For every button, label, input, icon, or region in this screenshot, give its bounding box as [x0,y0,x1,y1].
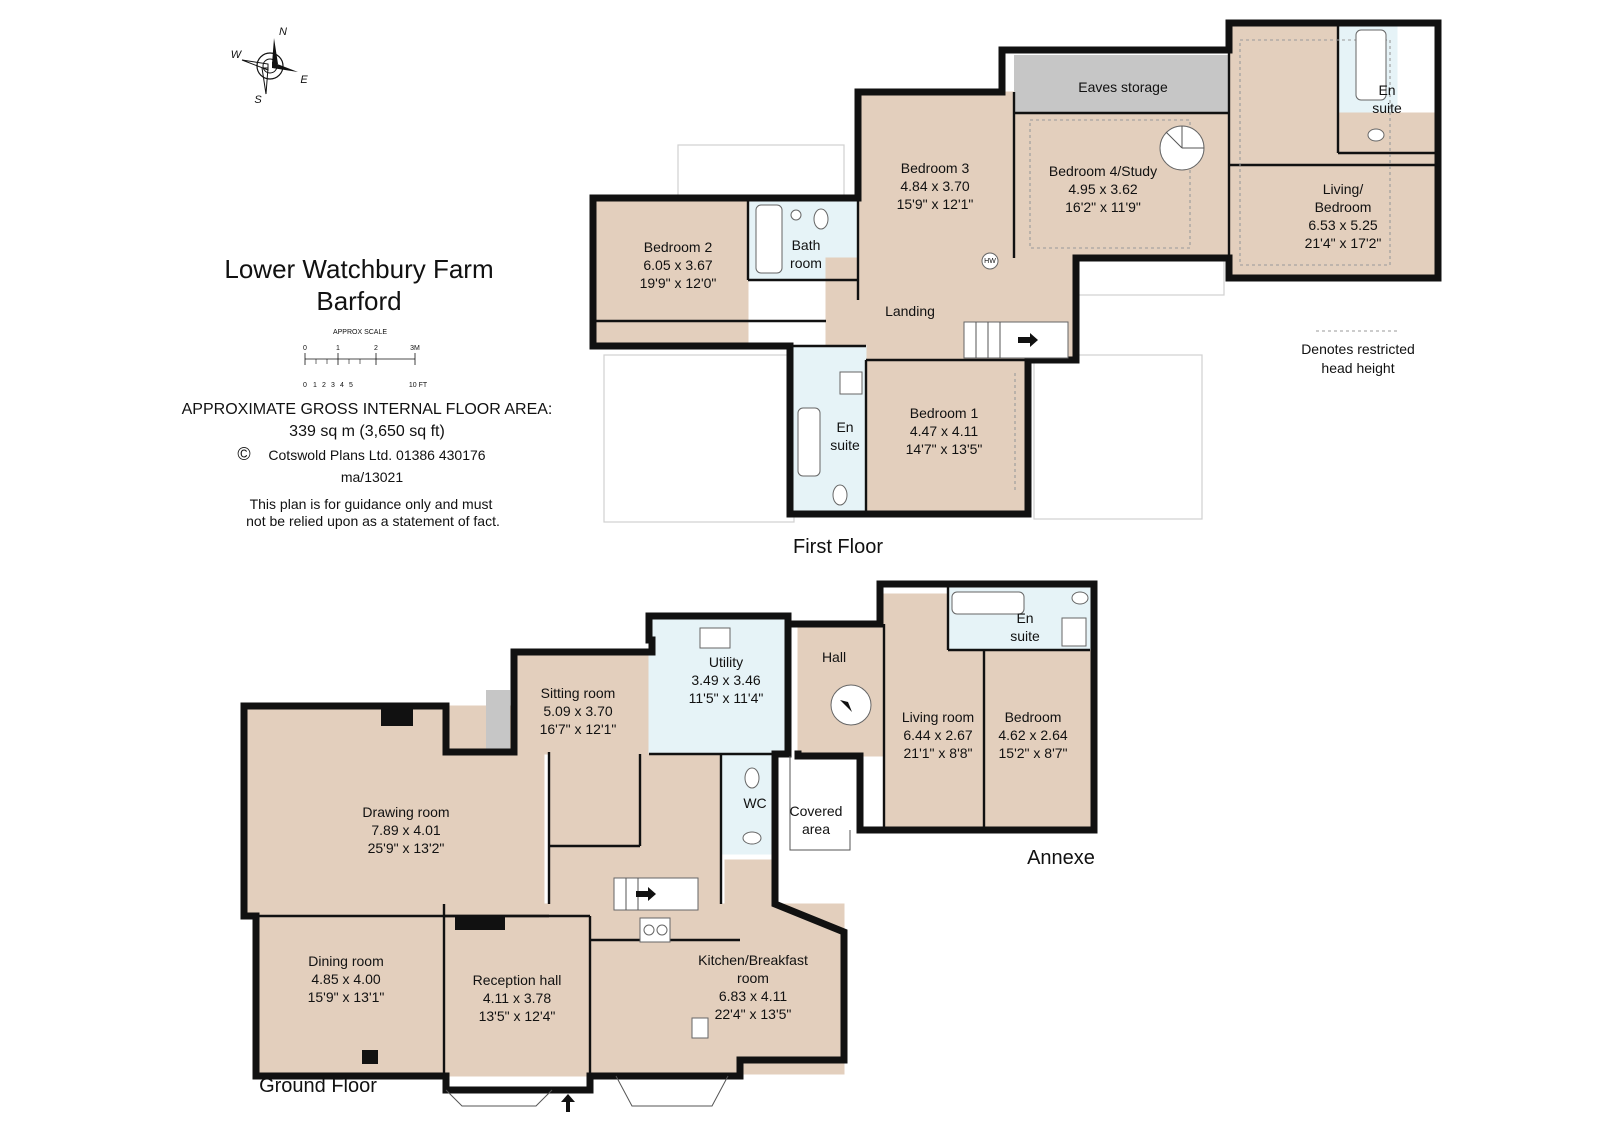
credit-text: Cotswold Plans Ltd. 01386 430176 [268,447,485,463]
bedroom3-metric: 4.84 x 3.70 [900,178,969,194]
bathroom-label-line2: room [790,255,822,271]
bedroom2-metric: 6.05 x 3.67 [643,257,712,273]
dining-room-metric: 4.85 x 4.00 [311,971,380,987]
living-bedroom-metric: 6.53 x 5.25 [1308,217,1377,233]
scale-ft-3: 3 [331,382,335,389]
dining-room-imperial: 15'9" x 13'1" [308,989,385,1005]
annexe-plan: Hall Covered area Living room 6.44 x 2.6… [784,580,1098,851]
ensuite1-line1: En [836,419,853,435]
ground-floor-plan: Sitting room 5.09 x 3.70 16'7" x 12'1" U… [240,612,848,1112]
bathroom-label-line1: Bath [792,237,821,253]
living-bedroom-imperial: 21'4" x 17'2" [1305,235,1382,251]
annexe-bedroom-metric: 4.62 x 2.64 [998,727,1067,743]
ensuite-top-line2: suite [1372,100,1402,116]
scale-ft-0: 0 [303,382,307,389]
annexe-title: Annexe [1027,847,1095,869]
annexe-hall-label: Hall [822,649,846,665]
area-value: 339 sq m (3,650 sq ft) [289,423,445,440]
scale-ft-10: 10 FT [409,382,428,389]
scale-m-1: 1 [336,345,340,352]
bedroom1-metric: 4.47 x 4.11 [910,423,978,439]
scale-label: APPROX SCALE [333,329,387,336]
annexe-ensuite-line2: suite [1010,628,1040,644]
annexe-bedroom-name: Bedroom [1005,709,1062,725]
sitting-room-name: Sitting room [541,685,616,701]
scale-m-3: 3M [410,345,420,352]
scale-bar: APPROX SCALE 0 1 2 3M 0 1 2 3 4 5 10 FT [303,329,428,389]
hot-water-label: HW [984,258,996,265]
covered-area-line2: area [802,821,830,837]
disclaimer-line1: This plan is for guidance only and must [250,496,493,512]
property-name: Lower Watchbury Farm [224,254,493,284]
wc-label: WC [743,795,766,811]
drawing-room-metric: 7.89 x 4.01 [371,822,440,838]
legend-line1: Denotes restricted [1301,341,1415,357]
scale-ft-4: 4 [340,382,344,389]
covered-area-line1: Covered [790,803,843,819]
compass-east: E [300,74,308,86]
drawing-room-imperial: 25'9" x 13'2" [368,840,445,856]
reception-hall-imperial: 13'5" x 12'4" [479,1008,556,1024]
scale-m-0: 0 [303,345,307,352]
annexe-living-metric: 6.44 x 2.67 [903,727,972,743]
compass-rose: N E S W [231,26,309,106]
bedroom3-imperial: 15'9" x 12'1" [897,196,974,212]
compass-west: W [231,49,243,61]
scale-ft-5: 5 [349,382,353,389]
reception-hall-metric: 4.11 x 3.78 [483,990,551,1006]
ensuite-top-line1: En [1378,82,1395,98]
bedroom4-imperial: 16'2" x 11'9" [1065,199,1141,215]
drawing-room-name: Drawing room [362,804,449,820]
landing-label: Landing [885,303,935,319]
reception-hall-name: Reception hall [473,972,562,988]
property-location: Barford [316,286,401,316]
kitchen-line1: Kitchen/Breakfast [698,952,808,968]
kitchen-line2: room [737,970,769,986]
scale-ft-2: 2 [322,382,326,389]
bedroom1-imperial: 14'7" x 13'5" [906,441,983,457]
annexe-living-imperial: 21'1" x 8'8" [904,745,973,761]
first-floor-plan: HW Eaves storage Bedroom 2 6.05 x 3.67 1… [589,19,1442,523]
sitting-room-imperial: 16'7" x 12'1" [540,721,617,737]
living-bedroom-line1: Living/ [1323,181,1364,197]
kitchen-metric: 6.83 x 4.11 [719,988,787,1004]
legend-line2: head height [1321,360,1394,376]
kitchen-imperial: 22'4" x 13'5" [715,1006,792,1022]
utility-metric: 3.49 x 3.46 [691,672,760,688]
scale-m-2: 2 [374,345,378,352]
ground-floor-title: Ground Floor [259,1075,377,1097]
annexe-ensuite-line1: En [1016,610,1033,626]
eaves-storage-label: Eaves storage [1078,79,1168,95]
compass-north: N [279,26,287,38]
copyright-symbol: © [237,444,250,464]
annexe-bedroom-imperial: 15'2" x 8'7" [999,745,1068,761]
utility-imperial: 11'5" x 11'4" [689,690,764,706]
sitting-room-metric: 5.09 x 3.70 [543,703,612,719]
bedroom1-name: Bedroom 1 [910,405,979,421]
area-heading: APPROXIMATE GROSS INTERNAL FLOOR AREA: [182,401,553,418]
compass-south: S [254,94,262,106]
bedroom4-metric: 4.95 x 3.62 [1068,181,1137,197]
ensuite1-line2: suite [830,437,860,453]
utility-name: Utility [709,654,743,670]
plan-reference: ma/13021 [341,469,403,485]
dining-room-name: Dining room [308,953,383,969]
entrance-arrow-icon [561,1094,575,1112]
living-bedroom-line2: Bedroom [1315,199,1372,215]
disclaimer-line2: not be relied upon as a statement of fac… [246,513,500,529]
bedroom3-name: Bedroom 3 [901,160,970,176]
first-floor-title: First Floor [793,536,883,558]
bedroom2-name: Bedroom 2 [644,239,713,255]
bedroom2-imperial: 19'9" x 12'0" [640,275,717,291]
scale-ft-1: 1 [313,382,317,389]
bedroom4-name: Bedroom 4/Study [1049,163,1157,179]
annexe-living-name: Living room [902,709,974,725]
